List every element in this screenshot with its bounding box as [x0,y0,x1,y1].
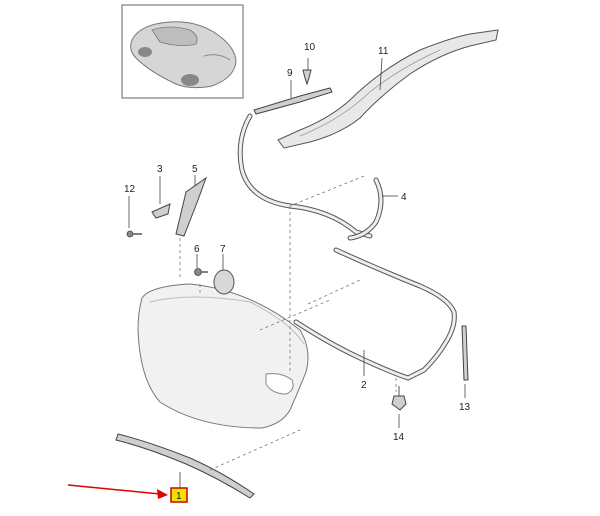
part-4-seal[interactable] [347,177,384,241]
door-panel[interactable] [137,283,309,429]
callout-1-highlight[interactable]: 1 [170,487,188,503]
part-6-screw[interactable] [194,268,209,276]
part-2-door-seal[interactable] [293,247,457,381]
part-10-clip[interactable] [302,69,312,86]
callout-5: 5 [192,164,198,175]
part-9-strip[interactable] [253,87,333,115]
car-thumbnail[interactable] [121,4,244,99]
callout-12: 12 [124,184,136,195]
callout-9: 9 [287,68,293,79]
body-frame-seal[interactable] [237,113,373,239]
part-5-mirror-base[interactable] [175,176,208,237]
callout-11: 11 [378,46,389,57]
assembly-lines [179,175,397,471]
part-13-strip[interactable] [461,325,469,381]
highlight-box [170,487,188,503]
car-thumbnail-icon [130,21,237,89]
red-arrow-icon [67,484,168,499]
part-11-roof-seal[interactable] [277,29,499,149]
part-7-cap[interactable] [213,269,235,295]
callout-3: 3 [157,164,163,175]
part-14-clip[interactable] [391,386,407,411]
callout-1: 1 [176,491,182,502]
callout-4: 4 [401,192,407,203]
part-3-bracket[interactable] [151,203,171,219]
callout-14: 14 [393,432,405,443]
part-1-lower-strip[interactable] [115,433,255,499]
callout-13: 13 [459,402,471,413]
callout-2: 2 [361,380,367,391]
leader-lines [128,57,466,490]
callout-10: 10 [304,42,316,53]
callout-6: 6 [194,244,200,255]
part-12-screw[interactable] [126,230,142,238]
callout-7: 7 [220,244,226,255]
